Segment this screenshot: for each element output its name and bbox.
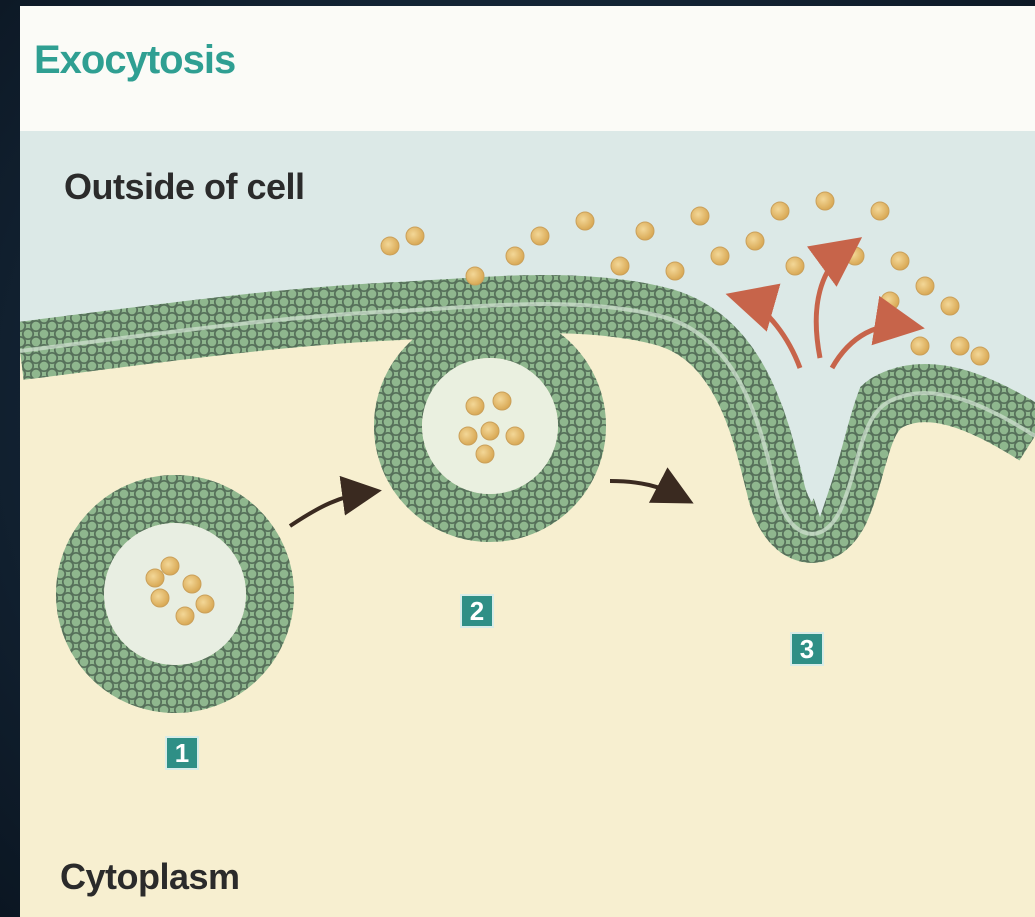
cargo-molecule — [576, 212, 594, 230]
vesicle-1 — [80, 499, 270, 689]
cargo-molecule — [911, 337, 929, 355]
cargo-molecule — [816, 192, 834, 210]
cargo-molecule — [466, 267, 484, 285]
cargo-molecule — [786, 257, 804, 275]
cargo-molecule — [506, 427, 524, 445]
cargo-molecule — [151, 589, 169, 607]
cargo-molecule — [531, 227, 549, 245]
cargo-molecule — [381, 237, 399, 255]
step-3-badge: 3 — [790, 632, 824, 666]
cargo-molecule — [406, 227, 424, 245]
cargo-molecule — [711, 247, 729, 265]
diagram-title: Exocytosis — [34, 38, 235, 83]
cargo-molecule — [871, 202, 889, 220]
cargo-molecule — [636, 222, 654, 240]
exocytosis-diagram — [20, 6, 1035, 917]
cargo-molecule — [971, 347, 989, 365]
cargo-molecule — [493, 392, 511, 410]
cargo-molecule — [666, 262, 684, 280]
cargo-molecule — [951, 337, 969, 355]
cargo-molecule — [161, 557, 179, 575]
cargo-molecule — [771, 202, 789, 220]
cargo-molecule — [746, 232, 764, 250]
outside-of-cell-label: Outside of cell — [64, 166, 305, 208]
cargo-molecule — [891, 252, 909, 270]
step-1-badge: 1 — [165, 736, 199, 770]
cargo-molecule — [611, 257, 629, 275]
cargo-molecule — [146, 569, 164, 587]
cargo-molecule — [196, 595, 214, 613]
exocytosis-figure: Exocytosis Outside of cell Cytoplasm 1 2… — [20, 6, 1035, 917]
cargo-molecule — [183, 575, 201, 593]
cytoplasm-label: Cytoplasm — [60, 856, 240, 898]
cargo-molecule — [691, 207, 709, 225]
cargo-molecule — [176, 607, 194, 625]
cargo-molecule — [506, 247, 524, 265]
cargo-molecule — [481, 422, 499, 440]
step-2-badge: 2 — [460, 594, 494, 628]
cargo-molecule — [881, 292, 899, 310]
cargo-molecule — [459, 427, 477, 445]
cargo-molecule — [941, 297, 959, 315]
cargo-molecule — [916, 277, 934, 295]
cargo-molecule — [476, 445, 494, 463]
cargo-molecule — [466, 397, 484, 415]
